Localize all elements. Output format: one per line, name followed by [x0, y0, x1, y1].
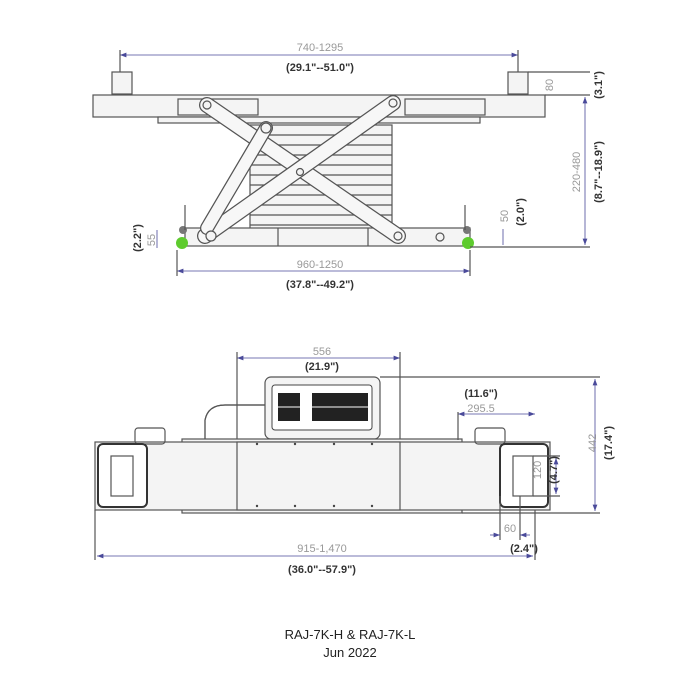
overall-width-mm-label: 915-1,470: [297, 543, 347, 555]
left-foot-icon: [176, 205, 188, 249]
center-width-mm-label: 556: [313, 346, 331, 358]
width-in-label: (29.1"--51.0"): [286, 62, 354, 74]
base-width-mm-label: 960-1250: [297, 259, 344, 271]
right-post: [507, 71, 529, 95]
model-caption: RAJ-7K-H & RAJ-7K-L: [285, 627, 416, 642]
depth-mm-label: 442: [587, 434, 599, 452]
base-width-in-label: (37.8"--49.2"): [286, 279, 354, 291]
depth-in-label: (17.4"): [603, 426, 615, 460]
top-platform: [92, 94, 546, 118]
pad-length-in-label: (4.7"): [548, 456, 560, 484]
scissor-arms: [197, 95, 445, 244]
post-height-mm-label: 80: [544, 79, 556, 91]
roller-height-mm-label: 50: [499, 210, 511, 222]
overall-width-in-label: (36.0"--57.9"): [288, 564, 356, 576]
lift-height-mm-label: 220-480: [571, 152, 583, 192]
center-width-in-label: (21.9"): [305, 361, 339, 373]
foot-height-mm-label: 55: [146, 234, 158, 246]
pad-width-in-label: (2.4"): [510, 543, 538, 555]
left-pad: [97, 443, 148, 508]
foot-height-in-label: (2.2"): [132, 224, 144, 252]
roller-height-in-label: (2.0"): [515, 198, 527, 226]
top-view: 556 (21.9") 442 (17.4") (11.6"): [94, 346, 615, 576]
right-pad: [499, 443, 549, 508]
base-frame: [184, 227, 471, 247]
left-post: [111, 71, 133, 95]
pad-length-mm-label: 120: [532, 461, 544, 479]
right-handle: [474, 427, 506, 445]
lift-height-in-label: (8.7"--18.9"): [593, 141, 605, 203]
post-height-in-label: (3.1"): [593, 71, 605, 99]
pad-width-mm-label: 60: [504, 523, 516, 535]
date-caption: Jun 2022: [323, 645, 377, 660]
left-handle: [134, 427, 166, 445]
width-mm-label: 740-1295: [297, 42, 344, 54]
arm-length-in-label: (11.6"): [464, 388, 498, 400]
side-view: 740-1295 (29.1"--51.0"): [92, 42, 605, 291]
arm-length-mm-label: 295.5: [467, 403, 495, 415]
right-foot-icon: [462, 205, 474, 249]
